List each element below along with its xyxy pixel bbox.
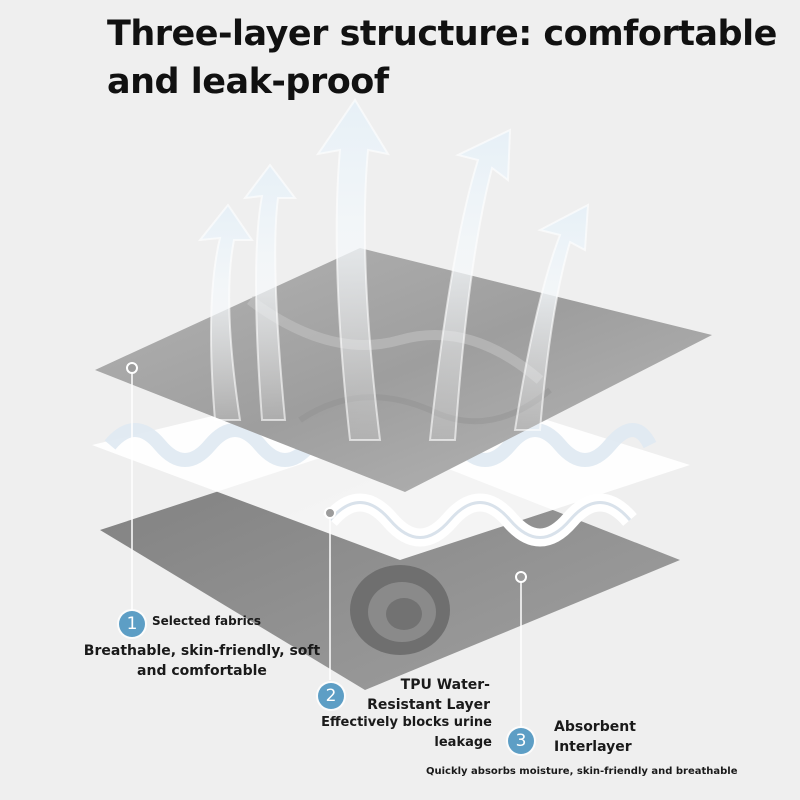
layer-2-name: TPU Water-Resistant Layer [367,677,490,713]
layer-3-badge: 3 [508,728,534,754]
layer-2-description: Effectively blocks urine leakage [321,715,492,750]
page-title: Three-layer structure: comfortable and l… [107,10,787,106]
layer-2-badge: 2 [318,683,344,709]
layer-3-name: Absorbent Interlayer [554,719,636,755]
breathable-arrow-icon [197,98,590,441]
pointer-lines [131,370,522,726]
title-line-1: Three-layer structure: comfortable [107,14,777,54]
layer-3-description: Quickly absorbs moisture, skin-friendly … [426,766,738,777]
top-fabric-layer [95,248,712,492]
bottom-fabric-layer [100,440,680,690]
layer-1-name: Selected fabrics [152,614,261,628]
layer-1-description: Breathable, skin-friendly, soft and comf… [83,643,321,679]
pointer-dots [126,362,527,583]
title-line-2: and leak-proof [107,62,389,102]
layer-1-badge: 1 [119,611,145,637]
